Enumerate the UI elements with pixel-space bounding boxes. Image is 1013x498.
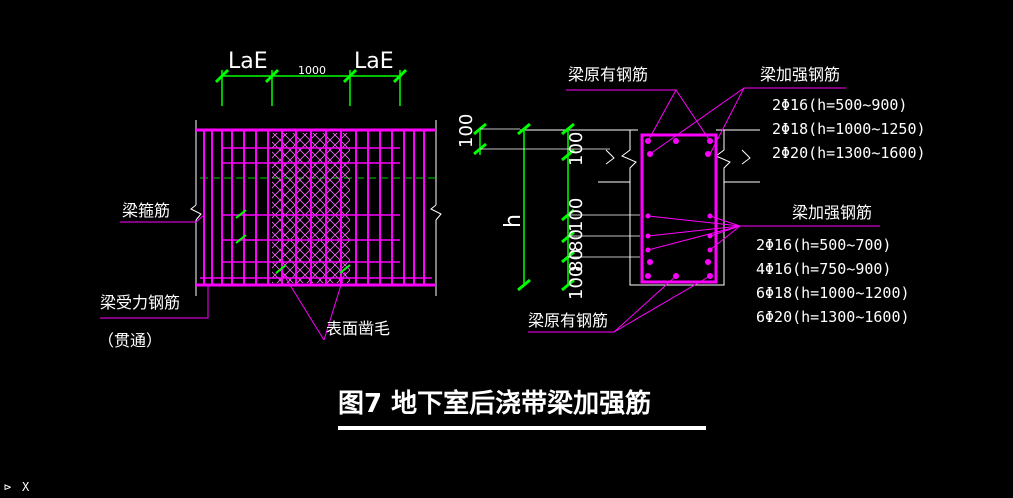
label-stirrup: 梁箍筋	[122, 201, 170, 220]
label-surface-roughened: 表面凿毛	[326, 319, 390, 338]
command-prompt-icon[interactable]: ⊳	[4, 480, 12, 494]
add-side-spec-3: 6Φ18(h=1000~1200)	[756, 284, 910, 302]
label-added-top-bars: 梁加强钢筋	[760, 65, 840, 84]
left-leaders	[100, 214, 346, 341]
command-status-bar[interactable]: ⊳ X	[0, 478, 1013, 498]
longitudinal-bars	[196, 128, 436, 287]
dim-top-outer: 100	[456, 114, 477, 148]
section-outline	[520, 129, 760, 286]
label-original-bottom-bars: 梁原有钢筋	[528, 311, 608, 330]
section-leaders	[528, 87, 880, 333]
add-top-spec-3: 2Φ20(h=1300~1600)	[772, 144, 926, 162]
dimension-extension-lines	[480, 128, 640, 258]
reinforcing-bars	[200, 147, 432, 279]
dim-top-inner: 100	[566, 132, 587, 166]
dim-h: h	[501, 214, 526, 228]
label-original-top-bars: 梁原有钢筋	[568, 65, 648, 84]
stirrups	[203, 130, 425, 285]
beam-elevation-view: LaE 1000 LaE	[98, 49, 442, 350]
dim-stack-80: 80	[566, 229, 587, 252]
beam-section-view: 100 100 h 100 80 80 100 梁原有钢筋 梁加强钢筋 2Φ16…	[456, 65, 926, 333]
add-side-spec-1: 2Φ16(h=500~700)	[756, 236, 891, 254]
bar-ends	[235, 209, 351, 274]
close-icon[interactable]: X	[22, 480, 30, 494]
dim-stack-80b: 80	[566, 249, 587, 272]
top-dimension	[214, 68, 408, 106]
label-added-side-bars: 梁加强钢筋	[792, 203, 872, 222]
dim-lae-left: LaE	[228, 49, 268, 74]
section-dimensions	[473, 122, 575, 292]
add-top-spec-2: 2Φ18(h=1000~1250)	[772, 120, 926, 138]
add-top-spec-1: 2Φ16(h=500~900)	[772, 96, 907, 114]
dim-stack-100b: 100	[566, 266, 587, 300]
drawing-title: 图7 地下室后浇带梁加强筋	[338, 388, 651, 419]
dim-lae-right: LaE	[354, 49, 394, 74]
add-side-spec-4: 6Φ20(h=1300~1600)	[756, 308, 910, 326]
dim-middle: 1000	[298, 64, 326, 77]
add-side-spec-2: 4Φ16(h=750~900)	[756, 260, 891, 278]
label-main-bar: 梁受力钢筋	[100, 293, 180, 312]
section-stirrup	[640, 133, 718, 284]
dim-stack-100: 100	[566, 198, 587, 232]
label-main-bar-through: （贯通）	[98, 331, 162, 350]
beam-outline	[190, 120, 442, 296]
section-bars	[645, 138, 713, 279]
